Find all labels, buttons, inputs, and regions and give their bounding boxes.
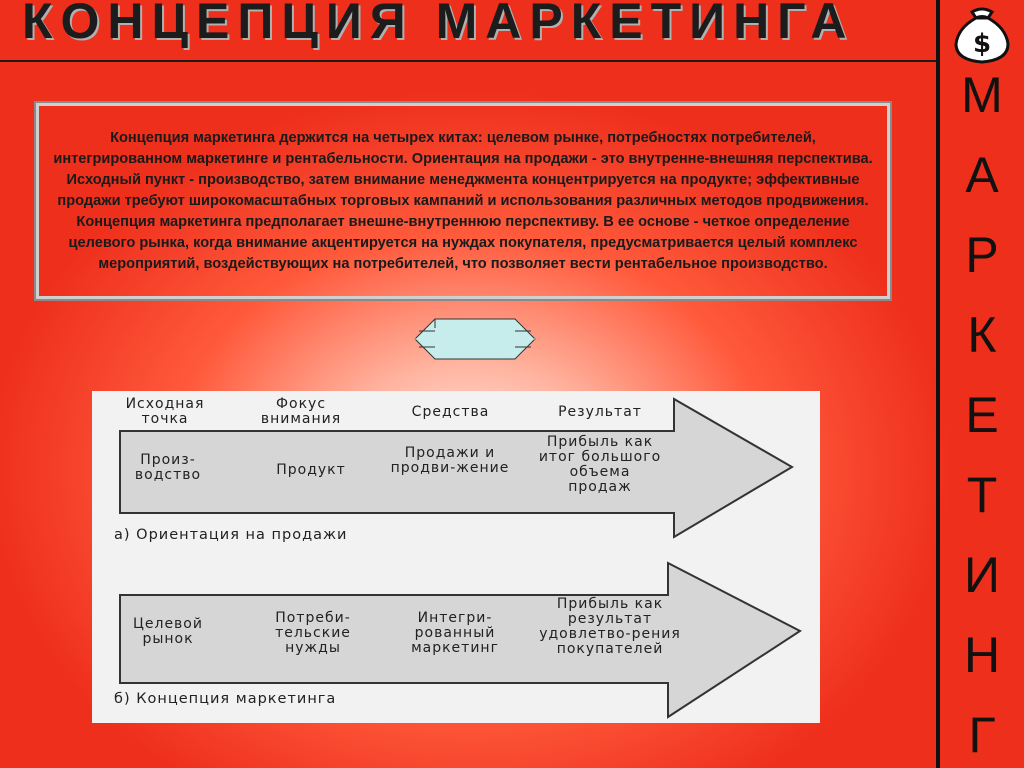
- svg-text:$: $: [973, 29, 991, 59]
- vertical-divider: [936, 0, 940, 768]
- description-text: Концепция маркетинга держится на четырех…: [53, 129, 873, 272]
- vertical-letter: Г: [968, 707, 996, 763]
- vertical-letter: Е: [965, 387, 999, 443]
- caption-b: б) Концепция маркетинга: [114, 691, 337, 707]
- double-arrow-icon: [414, 318, 536, 360]
- column-header: Исходная точка: [125, 396, 205, 427]
- row-a-cell: Прибыль как итог большого объема продаж: [538, 434, 662, 495]
- title-divider: [0, 60, 938, 62]
- row-b-cell: Интегри-рованный маркетинг: [411, 610, 499, 656]
- row-a-cell: Продукт: [276, 462, 346, 478]
- vertical-letter: И: [964, 547, 1000, 603]
- comparison-diagram: Исходная точка Фокус внимания Средства Р…: [92, 391, 820, 723]
- vertical-letter: Н: [963, 627, 1001, 683]
- row-b-cell: Потреби-тельские нужды: [275, 610, 351, 656]
- vertical-letter: Т: [966, 467, 998, 523]
- column-header: Результат: [558, 404, 642, 420]
- vertical-letter: Р: [965, 227, 999, 283]
- row-b-cell: Прибыль как результат удовлетво-рения по…: [539, 596, 681, 657]
- vertical-letter: К: [967, 307, 997, 363]
- slide-title: КОНЦЕПЦИЯ МАРКЕТИНГА: [22, 0, 855, 49]
- row-b-cell: Целевой рынок: [133, 616, 203, 647]
- money-bag-icon: $: [954, 7, 1010, 64]
- row-a-cell: Произ-водство: [134, 452, 202, 483]
- vertical-letter: А: [965, 147, 999, 203]
- arrow-shape-a: [119, 397, 794, 539]
- caption-a: а) Ориентация на продажи: [114, 527, 348, 543]
- vertical-letter: М: [961, 67, 1003, 123]
- description-box: Концепция маркетинга держится на четырех…: [34, 101, 892, 301]
- vertical-word: М А Р К Е Т И Н Г: [940, 70, 1024, 768]
- column-header: Фокус внимания: [260, 396, 342, 427]
- column-header: Средства: [411, 404, 490, 420]
- row-a-cell: Продажи и продви-жение: [390, 445, 510, 476]
- arrow-shape-b: [119, 561, 802, 719]
